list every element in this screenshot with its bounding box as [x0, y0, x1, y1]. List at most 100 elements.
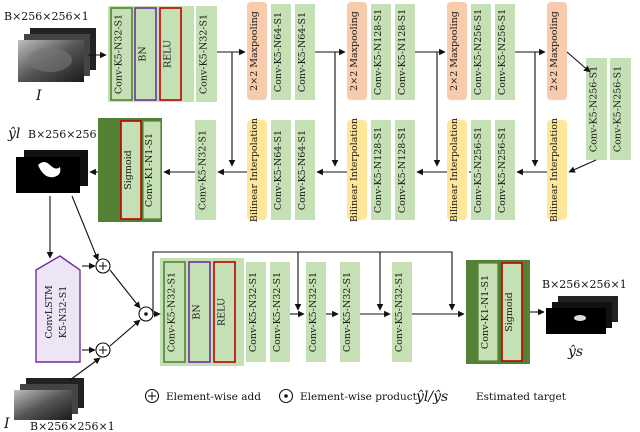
- label-pool3: 2×2 Maxpooling: [449, 11, 460, 91]
- product-op: [138, 306, 154, 322]
- box-conv-n64-b: [295, 4, 315, 100]
- label-dec-n256-a: Conv-K5-N256-S1: [473, 127, 484, 213]
- box-dec-n128-b: [395, 120, 415, 220]
- label-dec-n128-a: Conv-K5-N128-S1: [373, 127, 384, 213]
- box-dec-n256-b: [495, 120, 515, 220]
- top-output-dim: B×256×256×1: [28, 128, 113, 141]
- box-pool1: [247, 2, 267, 100]
- label-conv-n64-b: Conv-K5-N64-S1: [297, 12, 308, 92]
- box-convlstm: [35, 255, 81, 363]
- box-bottom-conv6: [392, 262, 412, 362]
- bottom-output-mask-stack: [546, 296, 618, 334]
- label-enc-bn: BN: [138, 46, 149, 61]
- label-pool4: 2×2 Maxpooling: [549, 11, 560, 91]
- box-conv-n64-a: [271, 4, 291, 100]
- legend-target-symbol: ŷl/ŷs: [415, 388, 448, 405]
- box-bottom-sigmoid: [501, 262, 523, 362]
- label-conv-n128-b: Conv-K5-N128-S1: [397, 9, 408, 95]
- label-bottleneck-a: Conv-K5-N256-S1: [589, 66, 600, 152]
- box-conv-n256-a: [471, 4, 491, 100]
- top-input-image-stack: [18, 28, 96, 82]
- top-output-mask-stack: [16, 150, 88, 193]
- box-conv-n32: [110, 7, 133, 101]
- box-bottom-conv2: [246, 262, 266, 362]
- box-bottleneck-b: [610, 58, 631, 160]
- box-bn: [134, 7, 157, 101]
- label-bottom-conv1: Conv-K5-N32-S1: [167, 272, 178, 352]
- legend-target-label: Estimated target: [476, 391, 567, 403]
- box-bottom-conv5: [340, 262, 360, 362]
- top-output-symbol: ŷl: [7, 125, 20, 142]
- label-conv-n256-a: Conv-K5-N256-S1: [473, 9, 484, 95]
- label-conv-n128-a: Conv-K5-N128-S1: [373, 9, 384, 95]
- label-sigmoid: Sigmoid: [123, 150, 134, 189]
- box-out-conv: [142, 120, 162, 220]
- bottom-connectors: [46, 195, 545, 381]
- box-conv-n128-b: [395, 4, 415, 100]
- box-dec-n64-a: [271, 120, 291, 220]
- bottom-input-symbol: I: [3, 416, 10, 432]
- label-up2: Bilinear Interpolation: [449, 118, 460, 222]
- box-dec-n256-a: [471, 120, 491, 220]
- label-up1: Bilinear Interpolation: [549, 118, 560, 222]
- bottom-output-symbol: ŷs: [567, 343, 583, 360]
- label-pool2: 2×2 Maxpooling: [349, 11, 360, 91]
- box-conv-n128-a: [371, 4, 391, 100]
- label-dec-n256-b: Conv-K5-N256-S1: [497, 127, 508, 213]
- box-dec-n128-a: [371, 120, 391, 220]
- box-bottom-relu: [213, 261, 236, 363]
- label-up3: Bilinear Interpolation: [349, 118, 360, 222]
- bottom-input-image-stack: [14, 378, 84, 420]
- label-out-conv: Conv-K1-N1-S1: [144, 133, 155, 207]
- label-dec-n64-b: Conv-K5-N64-S1: [297, 130, 308, 210]
- bottom-output-dim: B×256×256×1: [542, 278, 627, 291]
- label-up4: Bilinear Interpolation: [249, 118, 260, 222]
- label-conv-n256-b: Conv-K5-N256-S1: [497, 9, 508, 95]
- box-bottom-out-conv: [477, 262, 499, 362]
- label-bottom-conv3: Conv-K5-N32-S1: [272, 272, 283, 352]
- box-pool3: [447, 2, 467, 100]
- label-bottleneck-b: Conv-K5-N256-S1: [613, 66, 624, 152]
- legend-product-icon: [278, 388, 294, 404]
- label-bottom-sigmoid: Sigmoid: [504, 292, 515, 331]
- box-up2: [447, 120, 467, 220]
- label-conv-n64-a: Conv-K5-N64-S1: [273, 12, 284, 92]
- legend-add-icon: [144, 388, 160, 404]
- add-op-lower: [95, 342, 111, 358]
- box-conv-n256-b: [495, 4, 515, 100]
- box-bottleneck-a: [586, 58, 607, 160]
- box-dec-n64-b: [295, 120, 315, 220]
- label-enc-conv1: Conv-K5-N32-S1: [114, 14, 125, 94]
- box-bottom-bn: [188, 261, 211, 363]
- top-connectors: [88, 48, 597, 176]
- label-enc-conv2: Conv-K5-N32-S1: [199, 14, 210, 94]
- box-bottom-conv1: [163, 261, 186, 363]
- box-up3: [347, 120, 367, 220]
- top-input-symbol: I: [35, 88, 42, 104]
- label-convlstm-2: K5-N32-S1: [58, 286, 69, 339]
- legend-product-label: Element-wise product: [300, 391, 418, 403]
- box-up4: [247, 120, 267, 220]
- label-bottom-conv2: Conv-K5-N32-S1: [248, 272, 259, 352]
- label-dec-n64-a: Conv-K5-N64-S1: [273, 130, 284, 210]
- label-dec-conv32: Conv-K5-N32-S1: [198, 130, 209, 210]
- box-dec-conv32: [195, 120, 216, 220]
- label-bottom-conv4: Conv-K5-N32-S1: [308, 272, 319, 352]
- label-bottom-conv5: Conv-K5-N32-S1: [342, 272, 353, 352]
- top-encoder-block-1: Conv-K5-N32-S1 BN RELU: [108, 6, 194, 102]
- top-input-dim: B×256×256×1: [4, 10, 89, 23]
- box-enc-conv2: [196, 6, 217, 102]
- label-dec-n128-b: Conv-K5-N128-S1: [397, 127, 408, 213]
- box-pool2: [347, 2, 367, 100]
- box-relu: [159, 7, 182, 101]
- legend-add-label: Element-wise add: [166, 391, 261, 403]
- label-enc-relu: RELU: [163, 40, 174, 68]
- box-bottom-conv3: [270, 262, 290, 362]
- legend: Element-wise add Element-wise product ŷl…: [144, 388, 567, 405]
- box-up1: [547, 120, 567, 220]
- label-bottom-out-conv: Conv-K1-N1-S1: [480, 275, 491, 349]
- add-op-upper: [95, 258, 111, 274]
- box-sigmoid: [120, 120, 142, 220]
- label-bottom-bn: BN: [192, 304, 203, 319]
